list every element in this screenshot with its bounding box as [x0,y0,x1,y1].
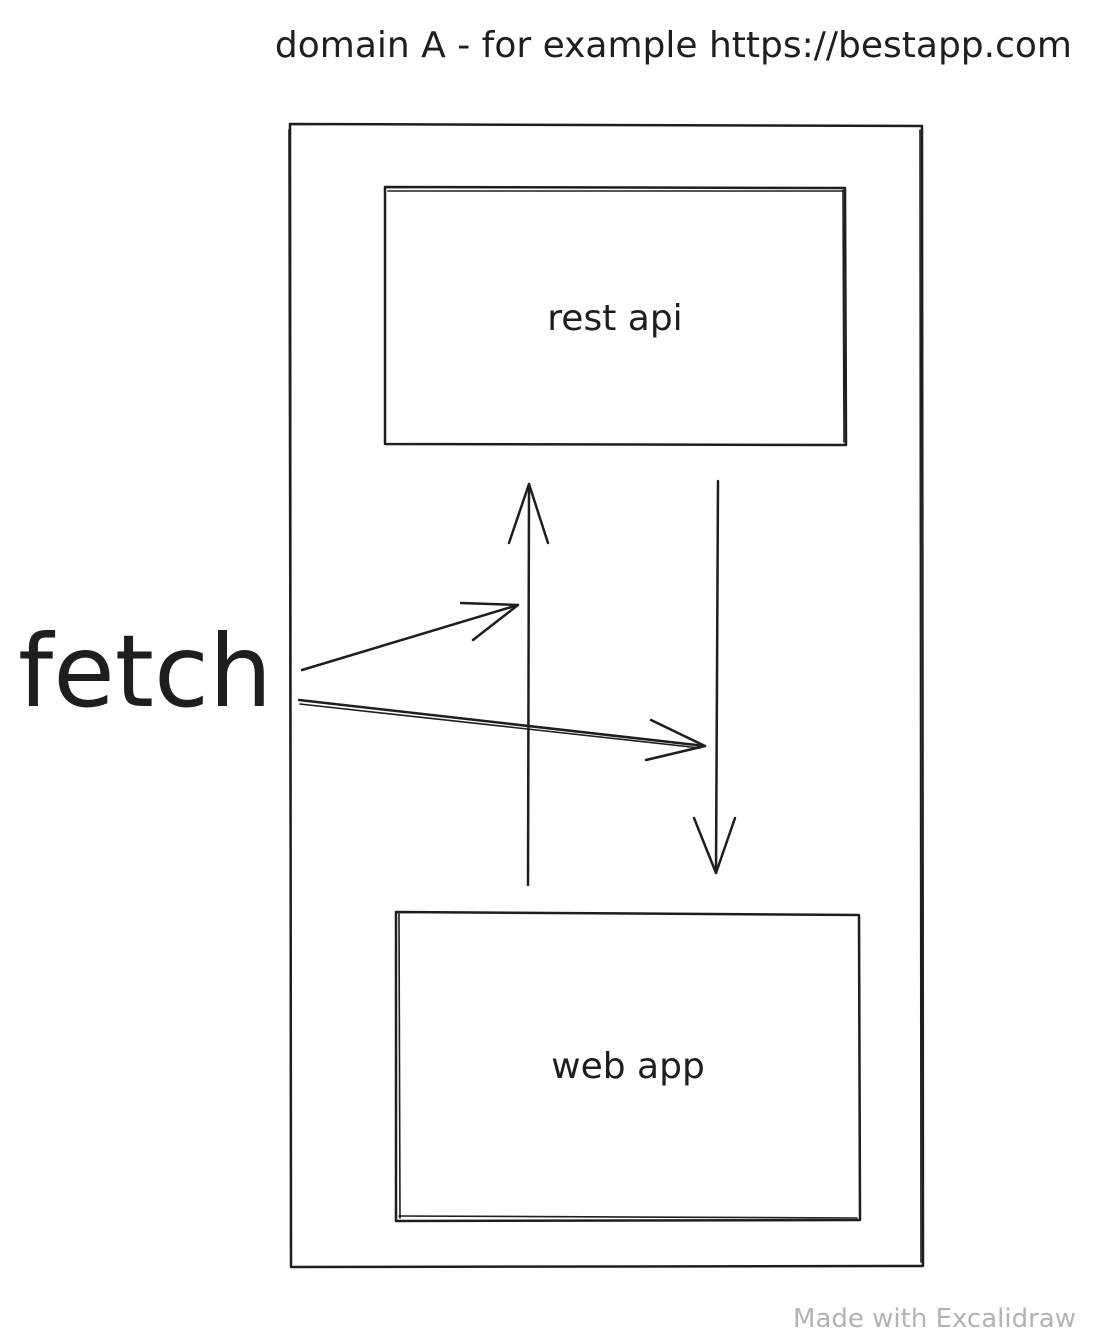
web-app-label: web app [551,1046,705,1087]
arrow-webapp-to-restapi [507,482,550,887]
rest-api-label: rest api [547,298,682,339]
fetch-pointer-arrow-up [300,601,520,672]
fetch-label: fetch [18,613,272,730]
arrow-restapi-to-webapp [692,479,737,875]
fetch-pointer-arrow-down [297,698,707,762]
excalidraw-watermark: Made with Excalidraw [793,1304,1076,1334]
domain-container [288,122,925,1269]
web-app-box: web app [394,910,862,1223]
rest-api-box: rest api [383,185,848,447]
domain-title: domain A - for example https://bestapp.c… [275,25,1072,66]
